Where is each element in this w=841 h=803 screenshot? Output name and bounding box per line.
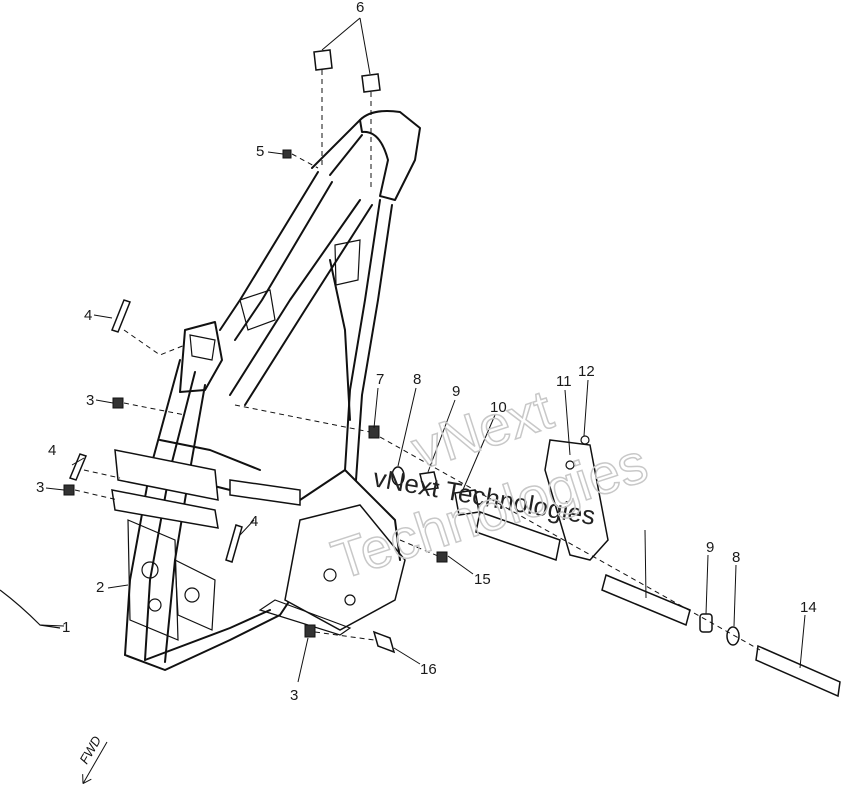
part-3-upper-nut bbox=[112, 397, 186, 416]
callout-4-upper: 4 bbox=[84, 307, 92, 324]
part-15-bushing bbox=[399, 539, 448, 563]
callout-labels: 6 5 4 3 4 3 4 2 1 7 8 9 10 11 12 9 8 14 … bbox=[36, 0, 817, 704]
leader-lines bbox=[39, 17, 806, 683]
part-4-left-pin bbox=[68, 453, 121, 481]
callout-4-left: 4 bbox=[48, 442, 56, 459]
callout-15: 15 bbox=[474, 571, 491, 588]
callout-2: 2 bbox=[96, 579, 104, 596]
callout-9-right: 9 bbox=[706, 539, 714, 556]
callout-8-right: 8 bbox=[732, 549, 740, 566]
callout-12: 12 bbox=[578, 363, 595, 380]
part-5-nut bbox=[282, 149, 319, 169]
callout-16: 16 bbox=[420, 661, 437, 678]
part-6-caps bbox=[313, 49, 381, 190]
callout-3-bottom: 3 bbox=[290, 687, 298, 704]
callout-10: 10 bbox=[490, 399, 507, 416]
callout-3-left: 3 bbox=[36, 479, 44, 496]
motorcycle-frame bbox=[111, 110, 421, 671]
fwd-label: FWD bbox=[76, 733, 104, 766]
watermark: vNext Technologies vNext Technologies bbox=[323, 376, 655, 592]
callout-11: 11 bbox=[556, 373, 572, 390]
callout-5: 5 bbox=[256, 143, 264, 160]
callout-3-upper: 3 bbox=[86, 392, 94, 409]
callout-7: 7 bbox=[376, 371, 384, 388]
forward-arrow: FWD bbox=[76, 733, 108, 785]
swingarm-bolt-stack bbox=[234, 404, 841, 698]
part-16-bushing bbox=[304, 624, 396, 654]
part-3-left-nut bbox=[63, 484, 119, 501]
callout-14: 14 bbox=[800, 599, 817, 616]
part-4-middle-pin bbox=[225, 524, 243, 563]
callout-1: 1 bbox=[62, 619, 70, 636]
callout-8: 8 bbox=[413, 371, 421, 388]
callout-9: 9 bbox=[452, 383, 460, 400]
callout-6: 6 bbox=[356, 0, 364, 16]
part-4-upper-pin bbox=[111, 299, 186, 356]
callout-4-middle: 4 bbox=[250, 513, 258, 530]
part-1-cable bbox=[0, 589, 61, 629]
